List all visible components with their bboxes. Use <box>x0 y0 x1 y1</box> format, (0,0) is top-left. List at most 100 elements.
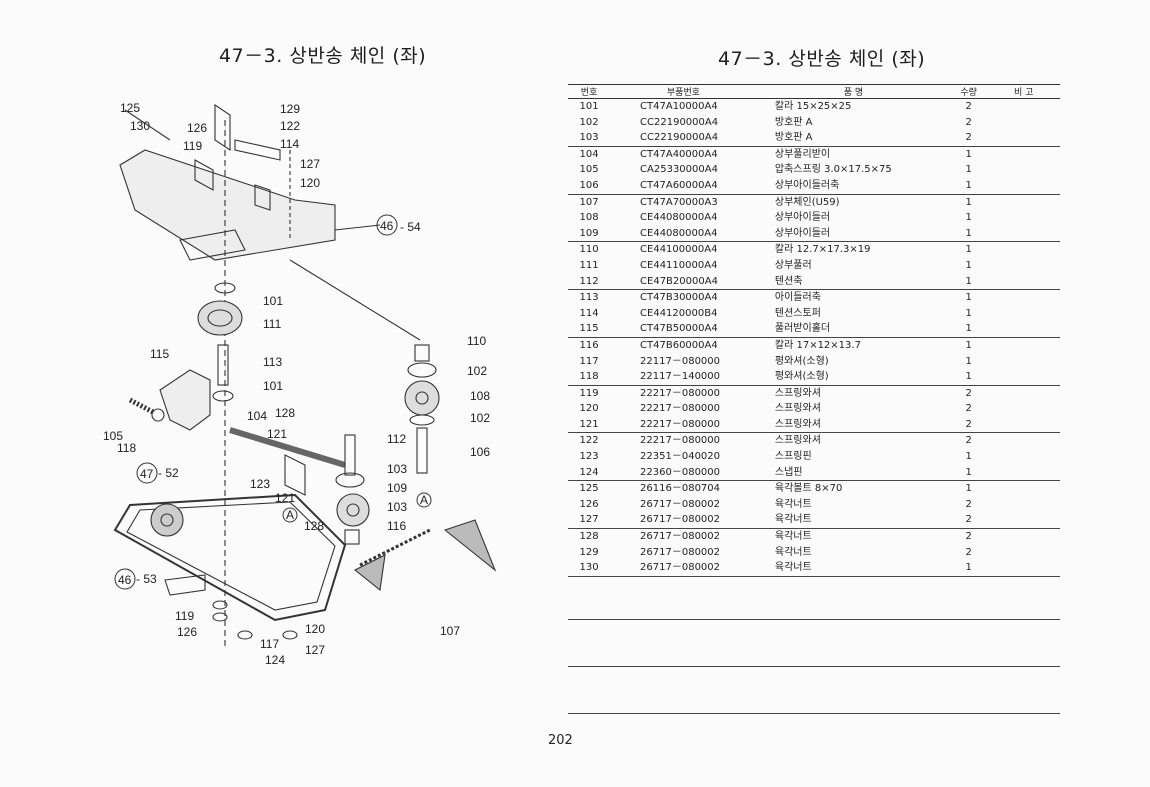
row-quantity: 1 <box>949 289 988 306</box>
row-part-name: 평와셔(소형) <box>774 355 829 367</box>
row-quantity: 1 <box>949 145 988 163</box>
row-remark <box>987 162 1060 178</box>
row-number: 124 <box>579 466 599 478</box>
row-remark <box>987 401 1060 417</box>
svg-text:118: 118 <box>117 441 136 455</box>
row-quantity: 1 <box>965 466 972 478</box>
row-part-name: 육각너트 <box>774 498 812 510</box>
row-remark <box>987 99 1060 115</box>
row-part-number: 22351－040020 <box>640 451 721 463</box>
svg-text:130: 130 <box>130 119 150 133</box>
row-part-number: CT47B30000A4 <box>610 289 757 306</box>
row-number: 127 <box>579 514 599 526</box>
row-quantity: 1 <box>965 451 972 463</box>
row-part-number: 26717－080002 <box>640 546 721 558</box>
row-number: 109 <box>579 227 599 239</box>
svg-text:121: 121 <box>275 491 295 505</box>
row-remark <box>987 210 1060 226</box>
row-number: 108 <box>579 212 599 224</box>
row-quantity: 1 <box>965 212 972 224</box>
row-number: 123 <box>579 451 599 463</box>
row-number: 107 <box>568 193 611 211</box>
svg-text:113: 113 <box>263 355 282 369</box>
row-remark <box>987 528 1060 545</box>
row-remark <box>987 289 1060 306</box>
row-part-name: 상부체인(U59) <box>756 193 950 211</box>
row-remark <box>987 417 1060 433</box>
svg-text:- 54: - 54 <box>400 220 421 234</box>
row-part-number: 22117－080000 <box>640 355 721 367</box>
row-part-number: CE47B20000A4 <box>640 275 718 287</box>
row-quantity: 2 <box>965 403 972 415</box>
row-number: 130 <box>568 560 611 577</box>
row-quantity: 1 <box>965 179 972 191</box>
row-number: 125 <box>568 480 611 497</box>
row-part-number: 22217－080000 <box>610 432 757 450</box>
row-remark <box>987 130 1060 146</box>
row-part-name: 칼라 17×12×13.7 <box>756 336 950 354</box>
row-quantity: 2 <box>949 528 988 545</box>
row-part-name: 상부아이들러 <box>774 227 831 239</box>
svg-text:121: 121 <box>267 427 287 441</box>
row-part-number: CC22190000A4 <box>640 116 719 128</box>
row-number: 121 <box>579 418 599 430</box>
row-remark <box>987 545 1060 561</box>
svg-text:117: 117 <box>260 637 279 651</box>
row-number: 103 <box>579 132 599 144</box>
svg-text:105: 105 <box>103 429 123 443</box>
row-part-number: CT47B60000A4 <box>610 336 757 354</box>
row-part-number: 26717－080002 <box>640 498 721 510</box>
svg-text:102: 102 <box>470 411 490 425</box>
row-part-name: 육각너트 <box>756 528 950 545</box>
row-remark <box>987 560 1060 577</box>
row-quantity: 1 <box>949 480 988 497</box>
row-remark <box>987 306 1060 322</box>
row-number: 110 <box>568 241 611 258</box>
row-part-number: 22217－080000 <box>640 403 721 415</box>
row-quantity: 1 <box>965 323 972 335</box>
svg-text:46: 46 <box>380 219 394 233</box>
svg-text:46: 46 <box>118 573 132 587</box>
svg-text:120: 120 <box>300 176 320 190</box>
row-quantity: 1 <box>965 307 972 319</box>
row-number: 106 <box>579 179 599 191</box>
svg-text:101: 101 <box>263 379 283 393</box>
svg-text:107: 107 <box>440 624 460 638</box>
left-page-title: 47－3. 상반송 체인 (좌) <box>219 45 427 67</box>
row-part-number: 26717－080002 <box>610 528 757 545</box>
row-part-name: 스프링와셔 <box>756 384 950 402</box>
row-quantity: 1 <box>965 355 972 367</box>
row-quantity: 2 <box>965 132 972 144</box>
header-quantity: 수량 <box>949 84 988 99</box>
row-remark <box>987 369 1060 385</box>
row-part-name: 육각너트 <box>774 546 812 558</box>
row-remark <box>987 321 1060 337</box>
svg-text:106: 106 <box>470 445 490 459</box>
svg-text:47: 47 <box>140 467 154 481</box>
row-part-name: 상부아이들러 <box>774 212 831 224</box>
row-part-name: 텐션스토퍼 <box>774 307 821 319</box>
svg-text:A: A <box>286 508 294 522</box>
svg-text:109: 109 <box>387 481 407 495</box>
row-part-name: 압축스프링 3.0×17.5×75 <box>774 164 892 176</box>
svg-text:127: 127 <box>305 643 325 657</box>
row-quantity: 2 <box>965 101 972 112</box>
row-quantity: 1 <box>949 193 988 211</box>
row-part-number: 22217－080000 <box>610 384 757 402</box>
row-quantity: 1 <box>965 275 972 287</box>
